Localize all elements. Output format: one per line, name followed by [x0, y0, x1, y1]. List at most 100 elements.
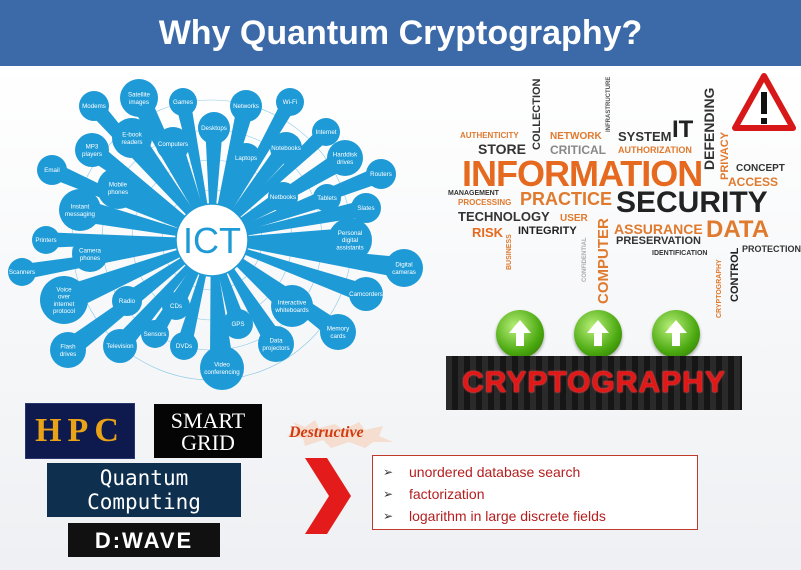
ict-node: [120, 79, 158, 117]
hpc-logo: HPC: [25, 403, 135, 459]
bullet-arrow-icon: ➢: [383, 487, 394, 501]
ict-spoke: [211, 238, 406, 279]
word-management: MANAGEMENT: [448, 190, 499, 197]
ict-node: [366, 159, 396, 189]
up-arrow-icon: [496, 310, 544, 358]
up-arrow-icon: [574, 310, 622, 358]
ict-node-label: Slates: [357, 205, 374, 212]
cryptography-banner-text: CRYPTOGRAPHY: [462, 366, 726, 399]
word-processing: PROCESSING: [458, 198, 512, 207]
ict-node: [320, 314, 356, 350]
ict-spoke: [20, 238, 213, 280]
ict-node: [8, 258, 36, 286]
bullet-text: logarithm in large discrete fields: [409, 508, 606, 524]
ict-spoke: [211, 238, 370, 303]
word-security: SECURITY: [616, 186, 768, 219]
ict-node: [97, 167, 139, 209]
ict-node-label: Routers: [370, 171, 392, 178]
word-information: INFORMATION: [462, 153, 703, 194]
word-authorization: AUTHORIZATION: [618, 145, 692, 155]
word-defending: DEFENDING: [701, 87, 717, 170]
quantum-computing-line1: Quantum: [99, 466, 189, 490]
smart-grid-line1: SMART: [170, 408, 246, 433]
cryptography-banner: CRYPTOGRAPHY: [446, 356, 742, 410]
ict-node-label: Laptops: [235, 155, 257, 162]
ict-node: [268, 182, 298, 212]
dwave-logo-text: D:WAVE: [94, 528, 194, 553]
word-access: ACCESS: [728, 175, 779, 189]
word-store: STORE: [478, 141, 526, 157]
ict-center-node: [175, 203, 249, 277]
bullet-list-box: ➢ unordered database search ➢factorizatio…: [372, 455, 698, 530]
quantum-computing-line2: Computing: [87, 490, 201, 514]
destructive-logo-text: Destructive: [289, 424, 364, 441]
ict-node-label: Radio: [119, 298, 136, 305]
ict-node-label: Networks: [233, 103, 259, 110]
ict-center-label: ICT: [183, 220, 241, 261]
ict-node: [37, 155, 67, 185]
quantum-computing-logo: Quantum Computing: [47, 463, 241, 517]
word-system: SYSTEM: [618, 129, 672, 144]
ict-node-label: Internet: [316, 129, 337, 136]
ict-spoke: [212, 227, 350, 253]
ict-node: [327, 140, 363, 176]
ict-node-label: GPS: [231, 321, 244, 328]
ict-node: [50, 332, 86, 368]
word-it: IT: [672, 116, 694, 143]
ict-node-label: Wi-Fi: [283, 99, 297, 106]
ict-node: [79, 91, 109, 121]
ict-node: [276, 88, 304, 116]
word-concept: CONCEPT: [736, 163, 785, 174]
smart-grid-line2: GRID: [181, 430, 235, 455]
word-collection: COLLECTION: [531, 78, 543, 151]
ict-node: [169, 88, 197, 116]
bullet-item: ➢factorization: [383, 483, 697, 505]
ict-node: [328, 218, 372, 262]
ict-node-label: Printers: [35, 237, 56, 244]
ict-node-label: Sensors: [144, 331, 167, 338]
word-preservation: PRESERVATION: [616, 235, 701, 247]
bullet-text: unordered database search: [409, 464, 581, 480]
ict-node: [75, 133, 109, 167]
word-technology: TECHNOLOGY: [458, 209, 550, 224]
ict-node: [162, 292, 190, 320]
ict-node: [198, 112, 230, 144]
word-assurance: ASSURANCE: [614, 221, 703, 237]
ict-node-label: Netbooks: [270, 194, 296, 201]
chevron-right-icon: [305, 458, 351, 534]
word-control: CONTROL: [729, 247, 741, 302]
explosion-splash: [287, 420, 393, 448]
ict-node: [351, 193, 381, 223]
ict-node: [231, 143, 261, 173]
word-user: USER: [560, 213, 588, 224]
word-network: NETWORK: [550, 131, 602, 142]
hpc-logo-text: HPC: [35, 412, 125, 449]
ict-node: [349, 277, 383, 311]
ict-node-label: Scanners: [9, 269, 35, 276]
word-risk: RISK: [472, 225, 504, 240]
dwave-logo: D:WAVE: [68, 523, 220, 557]
ict-node: [313, 184, 341, 212]
ict-node: [112, 286, 142, 316]
smart-grid-logo: SMART GRID: [154, 404, 262, 458]
slide-title: Why Quantum Cryptography?: [158, 14, 643, 52]
word-infrastructure: INFRASTRUCTURE: [606, 76, 612, 132]
bullet-arrow-icon: ➢: [383, 465, 394, 479]
ict-node-label: Camcorders: [349, 291, 383, 298]
ict-node: [32, 226, 60, 254]
ict-node: [223, 309, 253, 339]
ict-node-label: Email: [44, 167, 59, 174]
ict-node: [230, 90, 262, 122]
ict-node: [271, 285, 313, 327]
